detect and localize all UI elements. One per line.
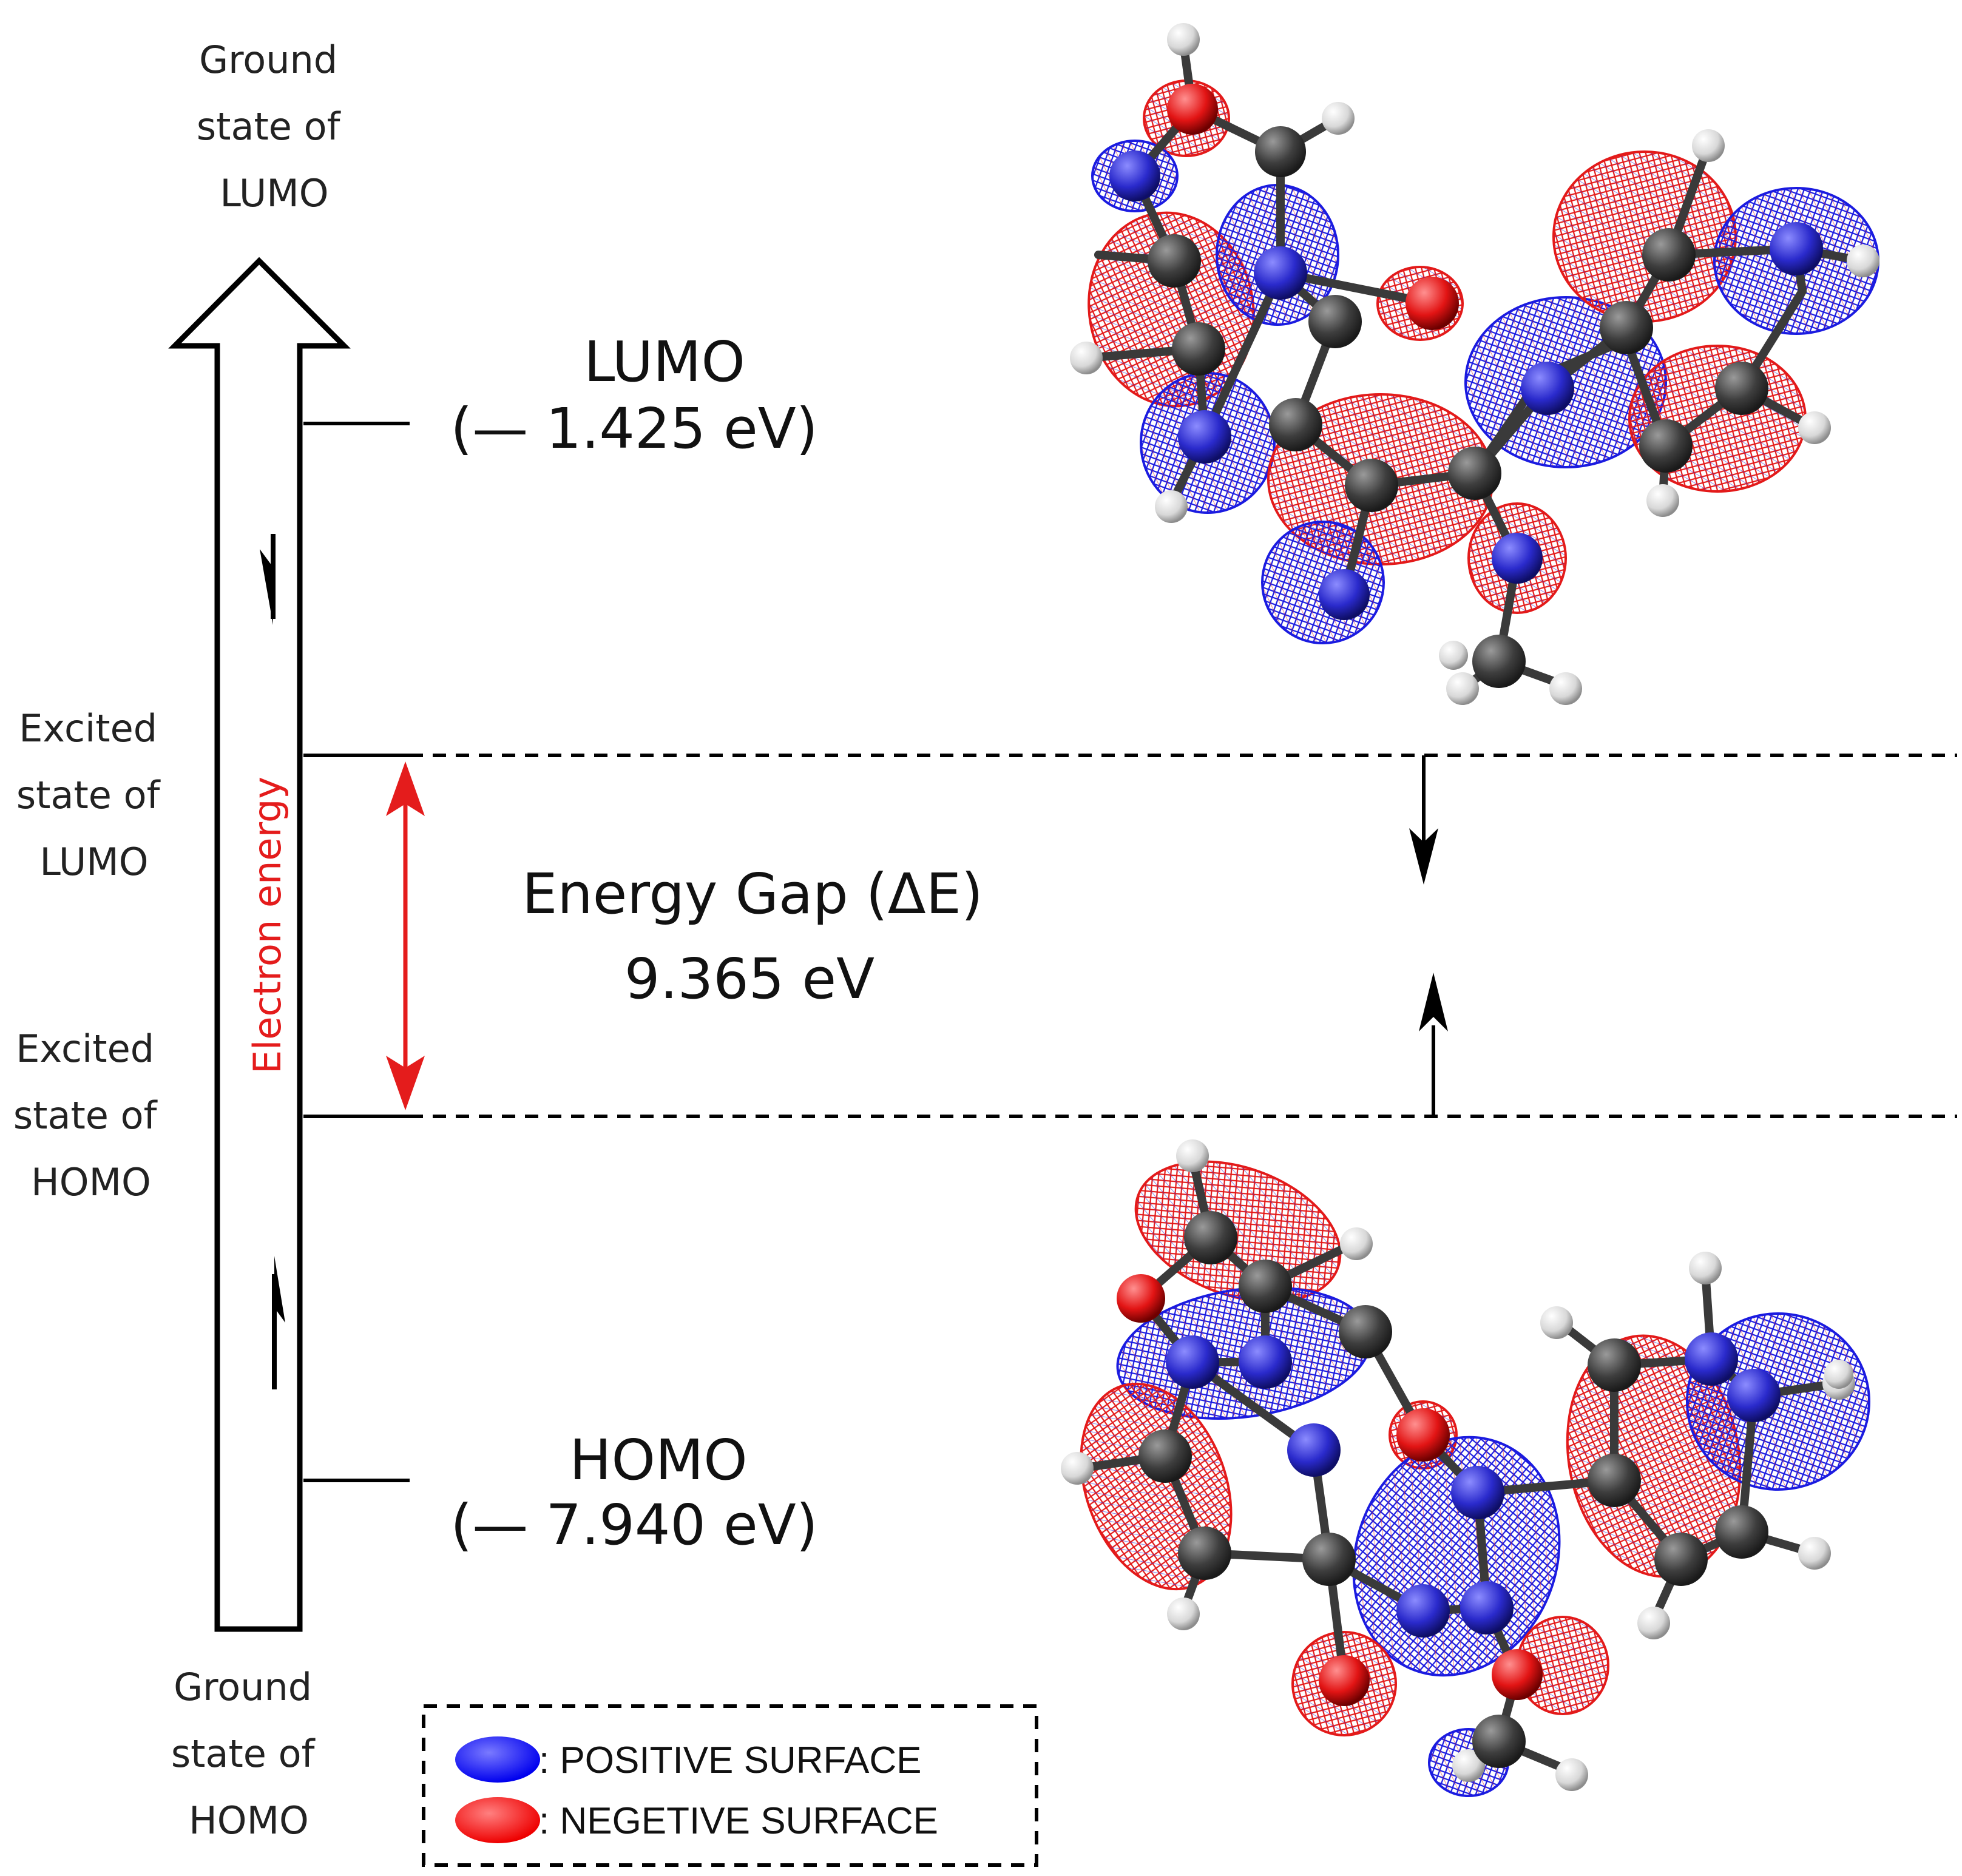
gap-up-arrow-icon bbox=[1419, 973, 1448, 1116]
homo-energy: (— 7.940 eV) bbox=[450, 1493, 817, 1557]
gap-down-arrow-icon bbox=[1409, 755, 1438, 885]
ground-homo-label: Ground state of HOMO bbox=[171, 1665, 326, 1843]
excited-lumo-label: Excited state of LUMO bbox=[16, 706, 172, 884]
legend: : POSITIVE SURFACE : NEGETIVE SURFACE bbox=[422, 1704, 1038, 1867]
energy-gap-value: 9.365 eV bbox=[624, 946, 874, 1011]
homo-molecule-image bbox=[1061, 1139, 1870, 1797]
positive-surface-swatch bbox=[455, 1736, 540, 1783]
negative-surface-label: : NEGETIVE SURFACE bbox=[539, 1800, 938, 1842]
energy-gap-title: Energy Gap (ΔE) bbox=[522, 862, 983, 926]
spin-down-arrow-icon bbox=[260, 534, 276, 625]
lumo-molecule-image bbox=[1070, 23, 1879, 705]
lumo-energy: (— 1.425 eV) bbox=[450, 396, 817, 461]
homo-orbital-lobes bbox=[1080, 1160, 1870, 1797]
energy-gap-arrow bbox=[386, 761, 425, 1110]
positive-surface-label: : POSITIVE SURFACE bbox=[539, 1739, 921, 1781]
negative-surface-swatch bbox=[455, 1797, 540, 1843]
spin-up-arrow-icon bbox=[272, 1256, 285, 1389]
excited-homo-label: Excited state of HOMO bbox=[13, 1027, 169, 1204]
lumo-title: LUMO bbox=[584, 329, 745, 394]
homo-title: HOMO bbox=[569, 1428, 747, 1493]
energy-axis-arrow bbox=[168, 257, 351, 1632]
electron-energy-label: Electron energy bbox=[245, 777, 289, 1074]
ground-lumo-label: Ground state of LUMO bbox=[197, 38, 352, 215]
